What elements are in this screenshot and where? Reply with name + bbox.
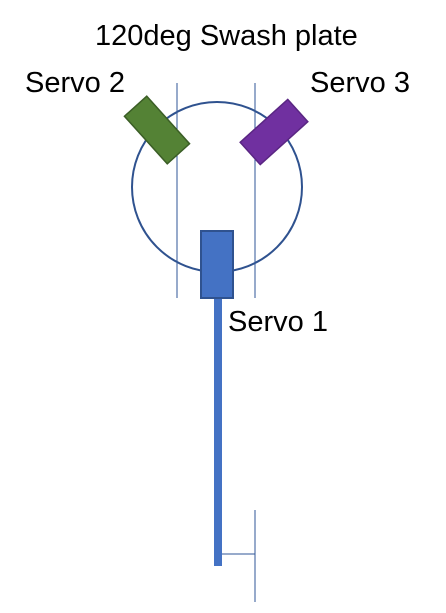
- servo-3-block: [239, 98, 309, 166]
- servo-3-label: Servo 3: [310, 67, 410, 99]
- servo-1-block: [200, 230, 234, 299]
- servo-1-label: Servo 1: [228, 306, 328, 338]
- servo-2-block: [123, 95, 191, 165]
- servo-2-label: Servo 2: [25, 67, 125, 99]
- diagram-title: 120deg Swash plate: [95, 20, 358, 52]
- push-rod: [214, 297, 222, 566]
